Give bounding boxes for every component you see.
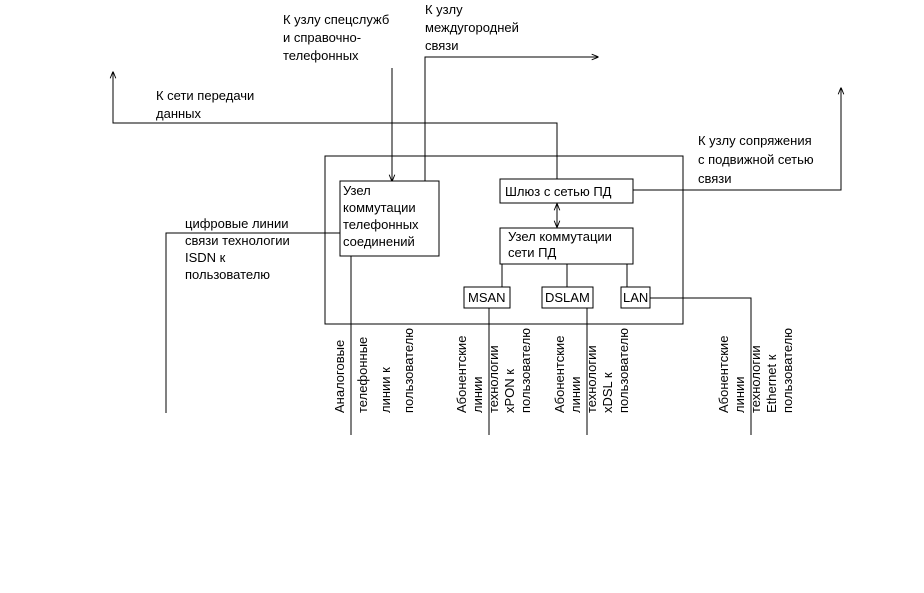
text-line: MSAN <box>468 290 506 305</box>
text-line: телефонных <box>343 217 419 232</box>
text-line: Абонентские <box>454 336 469 413</box>
text-line: коммутации <box>343 200 416 215</box>
text-line: связи <box>698 171 732 186</box>
text-line: цифровые линии <box>185 216 289 231</box>
text-line: с подвижной сетью <box>698 152 814 167</box>
text-line: LAN <box>623 290 648 305</box>
text-line: линии <box>732 376 747 413</box>
text-line: Ethernet к <box>764 354 779 413</box>
text-line: Узел <box>343 183 371 198</box>
text-line: соединений <box>343 234 415 249</box>
vlabel-ethernet: АбонентскиелиниитехнологииEthernet кполь… <box>716 328 795 413</box>
text-line: пользователю <box>780 328 795 413</box>
text-line: телефонные <box>355 337 370 413</box>
text-line: технологии <box>584 345 599 413</box>
text-line: Абонентские <box>716 336 731 413</box>
svg-text:АбонентскиелиниитехнологииxDSL: АбонентскиелиниитехнологииxDSL кпользова… <box>552 328 631 413</box>
line-isdn <box>165 232 340 413</box>
text-line: и справочно- <box>283 30 361 45</box>
label-long-distance: К узлу междугородней связи <box>425 2 519 53</box>
text-line: междугородней <box>425 20 519 35</box>
text-line: линии <box>470 376 485 413</box>
text-line: технологии <box>748 345 763 413</box>
text-line: пользователю <box>401 328 416 413</box>
text-line: линии к <box>378 367 393 413</box>
node-lan: LAN <box>620 286 651 309</box>
text-line: Аналоговые <box>332 340 347 413</box>
node-phone-switch: Узел коммутации телефонных соединений <box>339 180 440 257</box>
label-mobile-interface: К узлу сопряжения с подвижной сетью связи <box>698 133 814 186</box>
line-ethernet <box>650 297 752 435</box>
text-line: xPON к <box>502 369 517 413</box>
text-line: данных <box>156 106 202 121</box>
text-line: Узел коммутации <box>508 229 612 244</box>
text-line: линии <box>568 376 583 413</box>
text-line: сети ПД <box>508 245 556 260</box>
text-line: К узлу спецслужб <box>283 12 389 27</box>
text-line: пользователю <box>518 328 533 413</box>
text-line: К узлу <box>425 2 463 17</box>
vlabel-analog: Аналоговые телефонные линии к пользователю <box>332 328 416 413</box>
node-text: DSLAM <box>545 290 590 305</box>
vlabel-xpon: АбонентскиелиниитехнологииxPON кпользова… <box>454 328 533 413</box>
text-line: К сети передачи <box>156 88 254 103</box>
node-gateway: Шлюз с сетью ПД <box>499 178 634 204</box>
text-line: связи технологии <box>185 233 290 248</box>
line-long-distance <box>424 57 598 181</box>
outer-frame <box>324 155 684 325</box>
text-line: xDSL к <box>600 372 615 413</box>
node-text: Узел коммутации телефонных соединений <box>343 183 419 249</box>
line-mobile-interface <box>633 88 841 191</box>
svg-text:АбонентскиелиниитехнологииEthe: АбонентскиелиниитехнологииEthernet кполь… <box>716 328 795 413</box>
node-text: Шлюз с сетью ПД <box>505 184 612 199</box>
text-line: DSLAM <box>545 290 590 305</box>
connection-lines <box>113 57 841 435</box>
text-line: К узлу сопряжения <box>698 133 812 148</box>
svg-text:АбонентскиелиниитехнологииxPON: АбонентскиелиниитехнологииxPON кпользова… <box>454 328 533 413</box>
text-line: телефонных <box>283 48 359 63</box>
node-text: MSAN <box>468 290 506 305</box>
text-line: связи <box>425 38 459 53</box>
text-line: пользователю <box>616 328 631 413</box>
label-data-network: К сети передачи данных <box>156 88 254 121</box>
text-line: пользователю <box>185 267 270 282</box>
text-line: Абонентские <box>552 336 567 413</box>
node-dslam: DSLAM <box>541 286 594 309</box>
line-data-network <box>113 72 558 179</box>
node-msan: MSAN <box>463 286 511 309</box>
label-special-services: К узлу спецслужб и справочно-телефонных <box>283 12 389 63</box>
node-text: LAN <box>623 290 648 305</box>
text-line: технологии <box>486 345 501 413</box>
text-line: Шлюз с сетью ПД <box>505 184 612 199</box>
text-line: ISDN к <box>185 250 226 265</box>
vlabel-xdsl: АбонентскиелиниитехнологииxDSL кпользова… <box>552 328 631 413</box>
